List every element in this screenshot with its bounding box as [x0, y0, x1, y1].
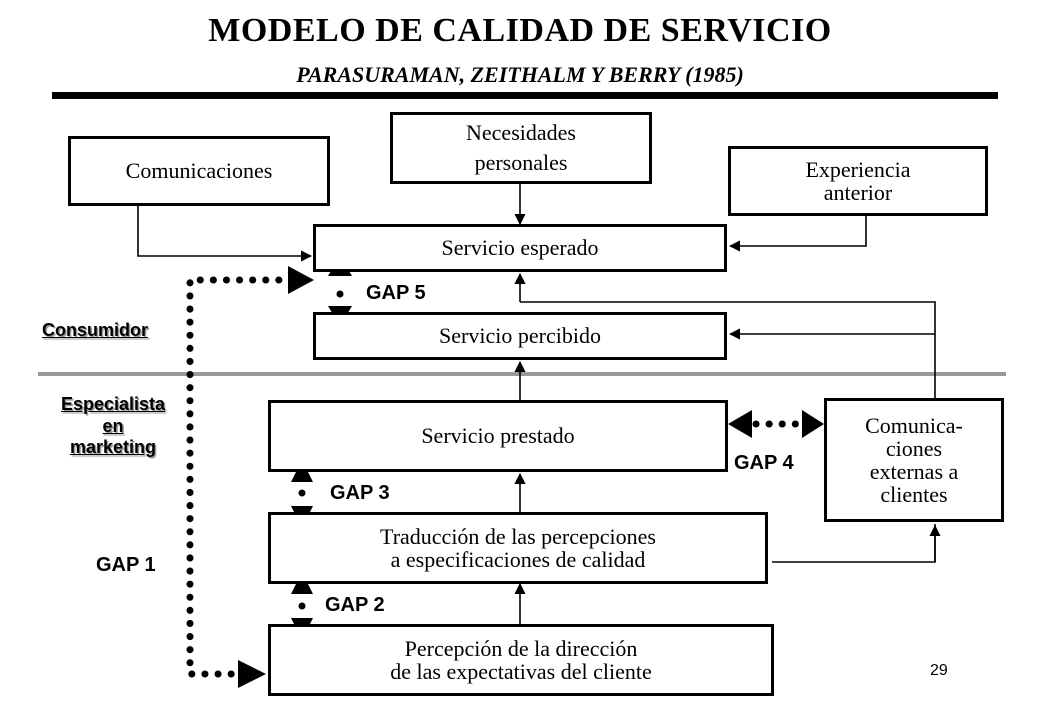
- percepcion-box: Percepción de la dirección de las expect…: [268, 624, 774, 696]
- gap4-left-arrowhead: [728, 410, 752, 438]
- gap5-label: GAP 5: [366, 282, 426, 304]
- comunicaciones-externas-box: Comunica- ciones externas a clientes: [824, 398, 1004, 522]
- necesidades-line-1: Necesidades: [466, 120, 576, 146]
- gap1-dotted-path: [186, 276, 296, 678]
- comext-line-2: ciones: [885, 435, 943, 461]
- page-title: MODELO DE CALIDAD DE SERVICIO: [208, 12, 832, 49]
- traduccion-line-2: a especificaciones de calidad: [390, 547, 646, 572]
- experiencia-line-2: anterior: [823, 180, 893, 205]
- consumidor-label: Consumidor: [42, 320, 148, 340]
- especialista-line-2: en: [102, 415, 124, 436]
- page-subtitle: PARASURAMAN, ZEITHALM Y BERRY (1985): [296, 62, 744, 87]
- especialista-line-1: Especialista: [60, 394, 166, 414]
- gap4-label: GAP 4: [734, 452, 794, 474]
- servicio-percibido-label: Servicio percibido: [439, 323, 601, 349]
- percepcion-line-1: Percepción de la dirección: [404, 635, 638, 661]
- gap4-right-arrowhead: [802, 410, 824, 438]
- arrow-experiencia-esperado: [728, 216, 867, 252]
- line-traduccion-comext: [772, 524, 936, 563]
- arrow-comunicaciones-esperado: [137, 204, 313, 262]
- servicio-esperado-label: Servicio esperado: [441, 235, 599, 261]
- comext-line-3: externas a: [869, 459, 959, 484]
- necesidades-line-2: personales: [474, 150, 568, 175]
- line-comext-up: [520, 301, 936, 398]
- comunicaciones-box: Comunicaciones: [68, 136, 330, 206]
- experiencia-anterior-box: Experiencia anterior: [728, 146, 988, 216]
- experiencia-line-1: Experiencia: [805, 156, 911, 182]
- percepcion-line-2: de las expectativas del cliente: [390, 659, 652, 684]
- consumer-specialist-separator: [38, 372, 1006, 376]
- especialista-line-3: marketing: [69, 437, 157, 458]
- page-number: 29: [930, 662, 948, 679]
- necesidades-personales-box: Necesidades personales: [390, 112, 652, 184]
- comunicaciones-label: Comunicaciones: [125, 158, 273, 184]
- traduccion-box: Traducción de las percepciones a especif…: [268, 512, 768, 584]
- servicio-prestado-box: Servicio prestado: [268, 400, 728, 472]
- gap1-bottom-arrowhead: [238, 660, 266, 688]
- comext-line-1: Comunica-: [865, 412, 963, 438]
- gap1-label: GAP 1: [96, 554, 156, 576]
- servicio-prestado-label: Servicio prestado: [421, 423, 575, 449]
- gap3-label: GAP 3: [330, 482, 390, 504]
- title-rule: [52, 92, 998, 99]
- traduccion-line-1: Traducción de las percepciones: [380, 523, 656, 549]
- servicio-esperado-box: Servicio esperado: [313, 224, 727, 272]
- servicio-percibido-box: Servicio percibido: [313, 312, 727, 360]
- comext-line-4: clientes: [880, 482, 948, 508]
- gap1-top-arrowhead: [288, 266, 314, 294]
- gap2-label: GAP 2: [325, 594, 385, 616]
- especialista-label: Especialista en marketing: [48, 394, 178, 459]
